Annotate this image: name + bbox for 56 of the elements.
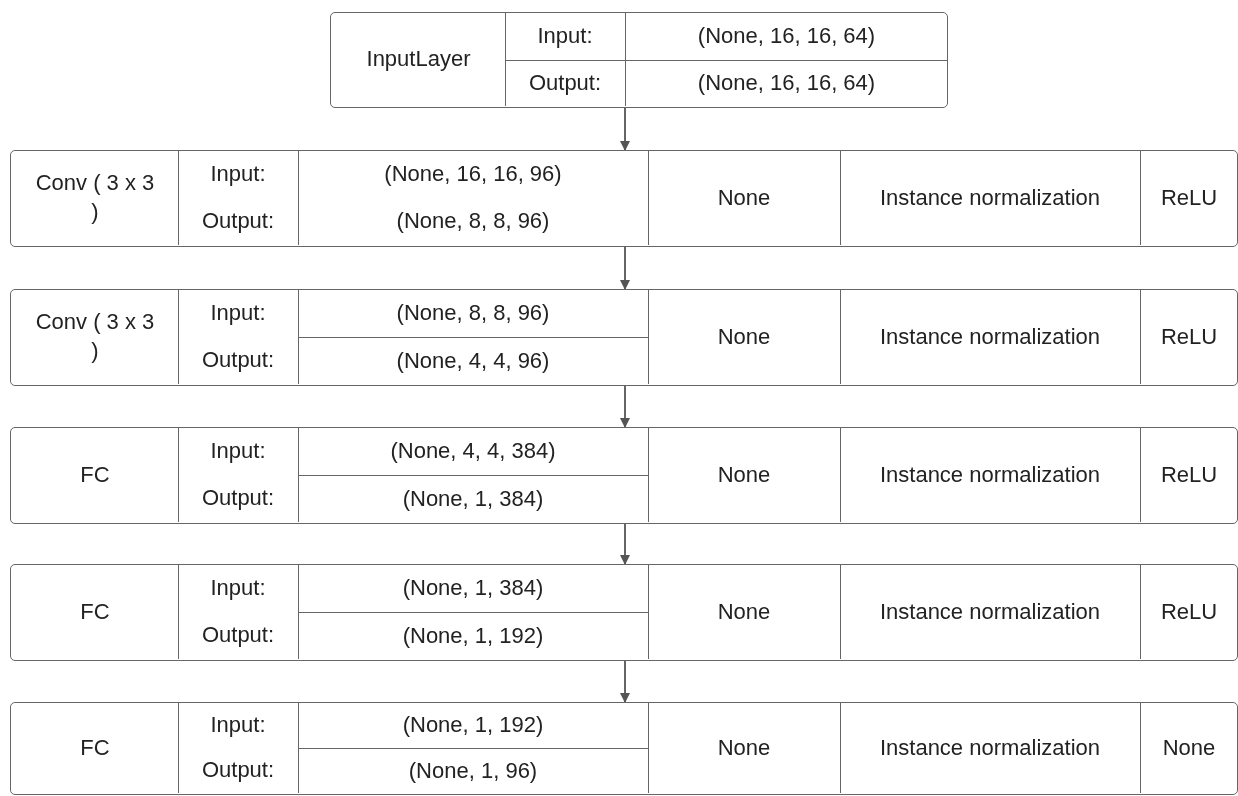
shape-value: (None, 1, 192) (402, 621, 544, 650)
shape-value: (None, 8, 8, 96) (396, 207, 550, 236)
shape-value: (None, 16, 16, 96) (384, 160, 562, 189)
activation-label: ReLU (1160, 597, 1218, 626)
layer-name: FC (80, 597, 110, 626)
layer-name: FC (80, 733, 110, 762)
field-label: Output: (201, 207, 275, 236)
shape-value: (None, 4, 4, 384) (390, 437, 556, 466)
field-label: Input: (210, 437, 266, 466)
shape-value: (None, 1, 384) (402, 574, 544, 603)
arrow (620, 523, 630, 565)
field-label: Input: (210, 160, 266, 189)
field-label: Input: (210, 574, 266, 603)
activation-label: None (1162, 733, 1216, 762)
field-label: Output: (201, 484, 275, 513)
layer-name: InputLayer (366, 45, 471, 74)
activation-label: ReLU (1160, 322, 1218, 351)
arrow (620, 246, 630, 290)
layer-row-box (330, 12, 948, 108)
layer-row-box (10, 289, 1238, 386)
shape-value: (None, 1, 96) (408, 756, 538, 785)
field-label: Input: (210, 711, 266, 740)
padding-value: None (717, 597, 771, 626)
normalization-label: Instance normalization (879, 322, 1101, 351)
activation-label: ReLU (1160, 183, 1218, 212)
shape-value: (None, 16, 16, 64) (697, 21, 876, 50)
padding-value: None (717, 460, 771, 489)
field-label: Input: (210, 299, 266, 328)
layer-name: Conv ( 3 x 3 ) (35, 308, 155, 365)
shape-value: (None, 8, 8, 96) (396, 299, 550, 328)
layer-name: Conv ( 3 x 3 ) (35, 169, 155, 226)
padding-value: None (717, 322, 771, 351)
padding-value: None (717, 733, 771, 762)
shape-value: (None, 4, 4, 96) (396, 346, 550, 375)
field-label: Output: (201, 756, 275, 785)
activation-label: ReLU (1160, 460, 1218, 489)
shape-value: (None, 1, 192) (402, 711, 544, 740)
field-label: Output: (201, 621, 275, 650)
normalization-label: Instance normalization (879, 733, 1101, 762)
layer-name: FC (80, 460, 110, 489)
arrow (620, 107, 630, 151)
layer-row-box (10, 702, 1238, 795)
normalization-label: Instance normalization (879, 597, 1101, 626)
shape-value: (None, 16, 16, 64) (697, 68, 876, 97)
normalization-label: Instance normalization (879, 460, 1101, 489)
field-label: Input: (537, 21, 593, 50)
field-label: Output: (201, 346, 275, 375)
padding-value: None (717, 183, 771, 212)
layer-row-box (10, 427, 1238, 524)
field-label: Output: (528, 68, 602, 97)
layer-row-box (10, 564, 1238, 661)
arrow (620, 385, 630, 428)
shape-value: (None, 1, 384) (402, 484, 544, 513)
arrow (620, 660, 630, 703)
normalization-label: Instance normalization (879, 183, 1101, 212)
layer-row-box (10, 150, 1238, 247)
